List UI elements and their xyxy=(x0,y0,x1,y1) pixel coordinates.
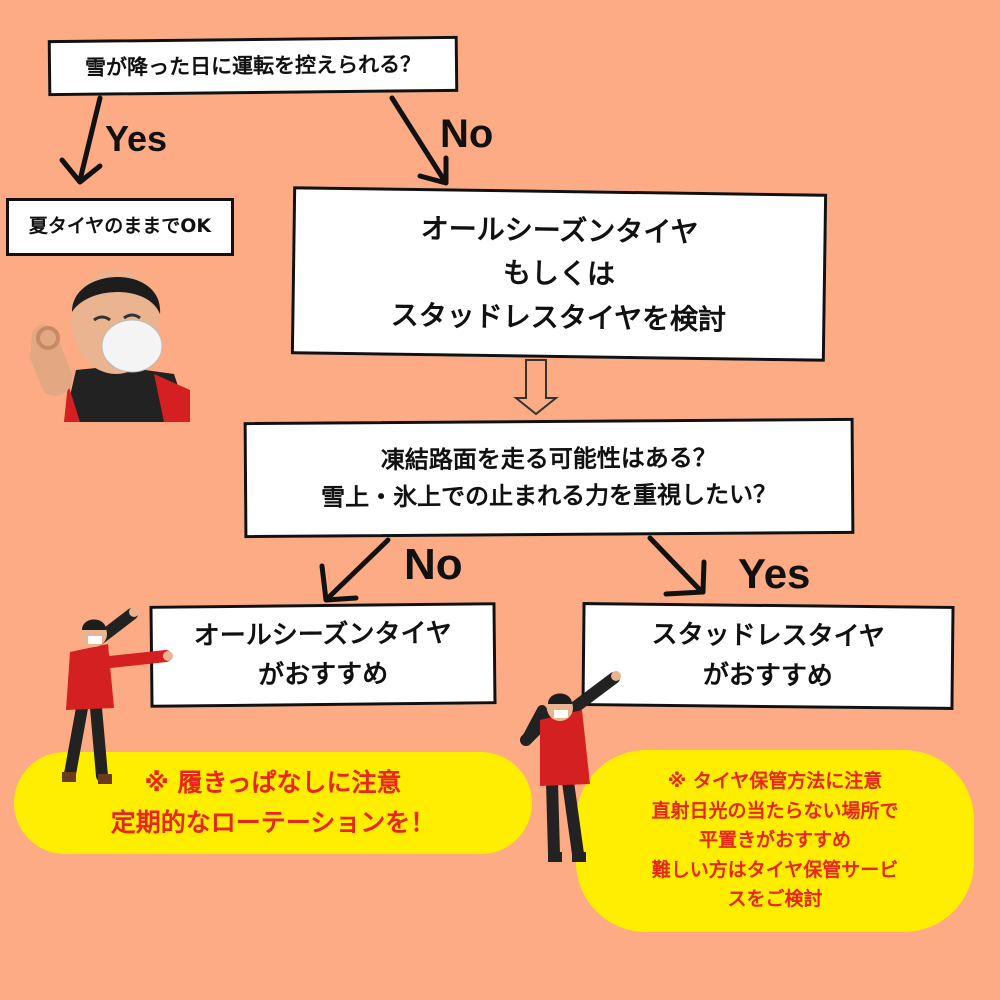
question-2-line-2: 雪上・氷上での止まれる力を重視したい？ xyxy=(321,480,778,512)
arrow-no-2 xyxy=(319,537,391,603)
consider-line-2: もしくは xyxy=(502,256,616,292)
question-1-box: 雪が降った日に運転を控えられる？ xyxy=(47,35,459,97)
consider-box: オールシーズンタイヤ もしくは スタッドレスタイヤを検討 xyxy=(290,186,828,362)
all-season-result-line-2: がおすすめ xyxy=(258,659,389,691)
arrow-yes-1 xyxy=(59,95,103,185)
no-label-2: No xyxy=(404,540,463,589)
question-2-line-1: 凍結路面を走る可能性はある？ xyxy=(380,443,717,474)
summer-tire-result-text: 夏タイヤのままでOK xyxy=(28,215,212,238)
summer-tire-result-box: 夏タイヤのままでOK xyxy=(6,198,234,256)
all-season-note-line-2: 定期的なローテーションを！ xyxy=(110,808,436,837)
studless-note-bubble: ※ タイヤ保管方法に注意 直射日光の当たらない場所で 平置きがおすすめ 難しい方… xyxy=(576,750,974,932)
person-pointing-right-photo xyxy=(520,671,621,862)
studless-result-box: スタッドレスタイヤ がおすすめ xyxy=(581,602,955,710)
question-1-text: 雪が降った日に運転を控えられる？ xyxy=(84,51,422,80)
studless-note-line-3: 平置きがおすすめ xyxy=(698,829,851,852)
arrow-yes-2 xyxy=(647,535,707,597)
all-season-note-line-1: ※ 履きっぱなしに注意 xyxy=(144,768,402,797)
studless-note-line-2: 直射日光の当たらない場所で xyxy=(651,799,899,822)
person-ok-gesture-photo xyxy=(30,270,190,422)
question-2-box: 凍結路面を走る可能性はある？ 雪上・氷上での止まれる力を重視したい？ xyxy=(243,417,855,539)
studless-note-line-4: 難しい方はタイヤ保管サービ xyxy=(651,858,899,881)
person-pointing-left-photo xyxy=(62,607,173,784)
consider-line-1: オールシーズンタイヤ xyxy=(420,211,699,249)
studless-note-line-1: ※ タイヤ保管方法に注意 xyxy=(667,770,883,793)
yes-label-1: Yes xyxy=(105,118,168,159)
studless-result-line-2: がおすすめ xyxy=(702,660,833,692)
arrow-no-1 xyxy=(389,95,449,186)
yes-label-2: Yes xyxy=(738,550,811,597)
no-label-1: No xyxy=(440,112,494,156)
all-season-result-line-1: オールシーズンタイヤ xyxy=(193,618,452,652)
studless-result-line-1: スタッドレスタイヤ xyxy=(651,619,885,652)
consider-line-3: スタッドレスタイヤを検討 xyxy=(390,298,727,337)
all-season-result-box: オールシーズンタイヤ がおすすめ xyxy=(149,602,497,708)
hollow-down-arrow xyxy=(513,359,559,416)
studless-note-line-5: スをご検討 xyxy=(727,888,823,911)
